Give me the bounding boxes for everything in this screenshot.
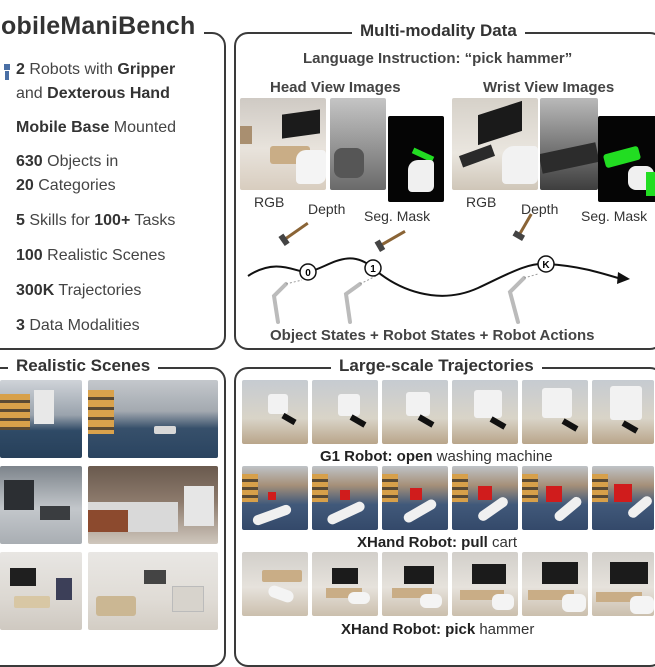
wrist-rgb-image	[452, 98, 538, 190]
frame	[312, 380, 378, 444]
modality-panel	[234, 32, 655, 350]
trajectory-caption-2: XHand Robot: pull cart	[357, 534, 518, 551]
waypoint-0: 0	[305, 268, 311, 279]
waypoint-1: 1	[370, 264, 376, 275]
frame	[452, 380, 518, 444]
scene-living-room	[0, 552, 82, 630]
head-rgb-label: RGB	[254, 194, 285, 210]
frame	[452, 552, 518, 616]
states-caption: Object States + Robot States + Robot Act…	[270, 327, 595, 344]
frame	[592, 552, 654, 616]
scene-warehouse-1	[0, 380, 82, 458]
trajectory-caption-3: XHand Robot: pick hammer	[341, 621, 535, 638]
frame	[382, 466, 448, 530]
benchmark-title: MobileManiBench	[0, 12, 204, 41]
frame	[452, 466, 518, 530]
trajectory-arrowhead	[617, 272, 630, 284]
robot-arm-icon	[271, 276, 526, 324]
head-seg-image	[388, 116, 444, 202]
scene-warehouse-2	[88, 380, 218, 458]
frame	[242, 380, 308, 444]
hammer-icon	[278, 221, 309, 247]
stat-skills: 5 Skills for 100+ Tasks	[16, 212, 176, 229]
stat-robots: 2 Robots with Gripper and Dexterous Hand	[16, 61, 176, 102]
frame	[382, 380, 448, 444]
frame	[522, 552, 588, 616]
stat-mobile-base: Mobile Base Mounted	[16, 119, 177, 136]
stats-panel	[0, 32, 226, 350]
wrist-depth-image	[540, 98, 598, 190]
trajectories-title: Large-scale Trajectories	[331, 356, 542, 376]
robot-icon	[4, 64, 10, 80]
head-seg-label: Seg. Mask	[364, 208, 431, 224]
stat-modalities: 3 Data Modalities	[16, 317, 140, 334]
frame	[312, 466, 378, 530]
trajectory-diagram: 0 1 K	[247, 213, 630, 324]
wrist-view-title: Wrist View Images	[483, 79, 615, 96]
wrist-depth-label: Depth	[521, 201, 559, 217]
stat-trajectories: 300K Trajectories	[16, 282, 142, 299]
head-depth-image	[330, 98, 386, 190]
waypoint-k: K	[542, 260, 550, 271]
frame	[312, 552, 378, 616]
head-depth-label: Depth	[308, 201, 346, 217]
frame	[522, 466, 588, 530]
scene-bedroom	[88, 552, 218, 630]
language-instruction: Language Instruction: “pick hammer”	[303, 50, 573, 67]
frame	[592, 466, 654, 530]
wrist-rgb-label: RGB	[466, 194, 497, 210]
frame	[382, 552, 448, 616]
scene-office-1	[0, 466, 82, 544]
scene-kitchen	[88, 466, 218, 544]
trajectory-caption-1: G1 Robot: open washing machine	[320, 448, 553, 465]
head-view-title: Head View Images	[270, 79, 401, 96]
frame	[242, 552, 308, 616]
frame	[242, 466, 308, 530]
modality-title: Multi-modality Data	[352, 21, 525, 41]
frame	[592, 380, 654, 444]
scenes-title: Realistic Scenes	[8, 356, 159, 376]
stat-scenes: 100 Realistic Scenes	[16, 247, 166, 264]
wrist-seg-image	[598, 116, 655, 202]
frame	[522, 380, 588, 444]
stat-objects: 630 Objects in 20 Categories	[16, 153, 119, 194]
hammer-icon	[512, 213, 533, 241]
hammer-icon	[374, 230, 406, 253]
wrist-seg-label: Seg. Mask	[581, 208, 648, 224]
head-rgb-image	[240, 98, 326, 190]
